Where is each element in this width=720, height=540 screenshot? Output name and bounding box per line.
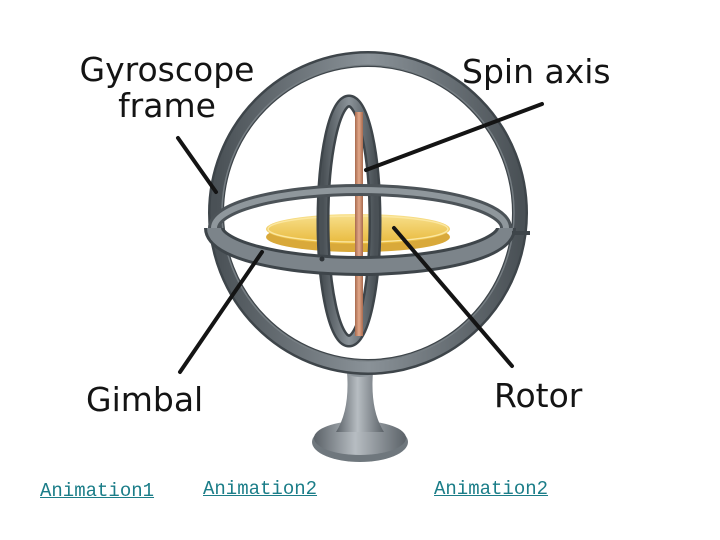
spin-axis-rod <box>355 112 363 336</box>
stand-column <box>336 372 384 432</box>
animation1-link[interactable]: Animation1 <box>40 480 155 502</box>
spin-axis-label: Spin axis <box>462 52 611 91</box>
animation2-link-left[interactable]: Animation2 <box>203 478 318 500</box>
gimbal-leader-line <box>178 250 264 374</box>
animation2-link-right[interactable]: Animation2 <box>434 478 549 500</box>
leader-lines <box>176 102 544 374</box>
gimbal-label: Gimbal <box>86 380 204 419</box>
rotor-label: Rotor <box>494 376 583 415</box>
spin-axis-leader-line <box>364 102 544 172</box>
frame-pivot-pin <box>512 231 530 235</box>
gyroscope-frame-label: Gyroscope frame <box>79 50 255 125</box>
gimbal-vertical-ring <box>316 94 382 348</box>
rotor-leader-line <box>392 226 514 368</box>
gimbal-ring <box>204 184 516 276</box>
frame-leader-line <box>176 136 218 194</box>
stand <box>312 367 408 462</box>
